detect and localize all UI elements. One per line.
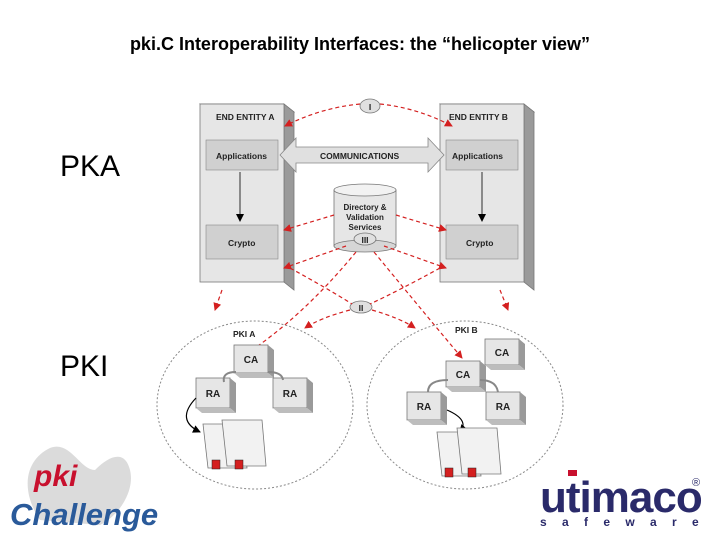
ca-ra-curve-a1 xyxy=(222,371,237,383)
end-entity-a-box xyxy=(198,103,296,291)
directory-label-line1: Directory & xyxy=(343,203,386,212)
arrow-ii-to-pki-a xyxy=(304,309,351,329)
utimaco-logo-word: utimaco xyxy=(540,473,702,522)
pki-b-circle xyxy=(366,320,564,490)
certificates-b xyxy=(436,427,502,478)
communications-label: COMMUNICATIONS xyxy=(320,151,399,161)
challenge-logo-word: Challenge xyxy=(10,497,158,532)
ra-a1-box xyxy=(195,377,236,413)
end-entity-a-label: END ENTITY A xyxy=(216,112,275,122)
pki-a-label: PKI A xyxy=(233,329,255,339)
ca-b1-label: CA xyxy=(495,348,509,359)
applications-b-box xyxy=(445,139,519,171)
ra-a2-label: RA xyxy=(283,389,297,400)
pki-b-label: PKI B xyxy=(455,325,478,335)
arrow-dir-to-b xyxy=(395,214,447,232)
ca-b2-label: CA xyxy=(456,370,470,381)
directory-cylinder xyxy=(333,183,397,253)
pki-a-circle xyxy=(156,320,354,490)
arrow-dir-to-b-low xyxy=(383,245,447,270)
arrow-ii-to-pki-b xyxy=(371,309,416,329)
pki-label: PKI xyxy=(60,350,109,383)
crypto-a-box xyxy=(205,224,279,260)
crypto-b-label: Crypto xyxy=(466,238,493,248)
ca-b2-box xyxy=(445,360,486,392)
ra-a2-box xyxy=(272,377,313,413)
end-entity-b-box xyxy=(438,103,536,291)
ra-b2-label: RA xyxy=(496,402,510,413)
ra-b1-box xyxy=(406,391,447,425)
ca-b1-box xyxy=(484,338,525,370)
slide-title: pki.C Interoperability Interfaces: the “… xyxy=(129,34,591,54)
ca-ra-curve-b1 xyxy=(427,379,449,393)
crypto-b-box xyxy=(445,224,519,260)
ra-b2-box xyxy=(485,391,526,425)
directory-label-line3: Services xyxy=(349,223,382,232)
communications-arrow xyxy=(279,136,445,174)
crypto-a-label: Crypto xyxy=(228,238,255,248)
arrow-i-to-b xyxy=(379,103,453,127)
arrow-a-to-ii xyxy=(289,267,353,305)
ra-b1-label: RA xyxy=(417,402,431,413)
ra-a1-label: RA xyxy=(206,389,220,400)
applications-a-box xyxy=(205,139,279,171)
marker-iii xyxy=(353,232,377,246)
ca-a-box xyxy=(233,344,274,378)
applications-b-label: Applications xyxy=(452,151,503,161)
safeware-logo-word: s a f e w a r e xyxy=(540,515,705,529)
marker-i-label: I xyxy=(369,102,371,112)
end-entity-b-label: END ENTITY B xyxy=(449,112,508,122)
utimaco-red-accent xyxy=(568,470,577,476)
arrow-dir-to-ca-b xyxy=(373,251,463,359)
pki-challenge-logo xyxy=(27,446,131,525)
ca-ra-curve-a2 xyxy=(267,371,284,381)
marker-iii-label: III xyxy=(361,235,368,245)
arrow-dir-to-a-low xyxy=(283,245,347,270)
pki-logo-word: pki xyxy=(33,460,78,493)
marker-ii-label: II xyxy=(359,303,364,313)
directory-label-line2: Validation xyxy=(346,213,384,222)
ra-cert-arrow-a xyxy=(185,397,201,433)
arrow-b-to-ii xyxy=(369,267,441,305)
ca-ra-curve-b2 xyxy=(479,379,499,393)
certificates-a xyxy=(202,419,267,470)
pka-label: PKA xyxy=(60,150,121,183)
hand-silhouette xyxy=(27,446,131,525)
marker-i xyxy=(359,98,381,114)
arrow-i-to-a xyxy=(284,103,361,127)
marker-ii xyxy=(349,300,373,314)
registered-mark: ® xyxy=(692,477,700,489)
arrow-b-down xyxy=(499,289,510,311)
interface-arrows xyxy=(213,103,510,359)
ca-a-label: CA xyxy=(244,355,258,366)
arrow-a-down xyxy=(213,289,223,311)
applications-a-label: Applications xyxy=(216,151,267,161)
arrow-dir-to-a xyxy=(283,214,335,232)
